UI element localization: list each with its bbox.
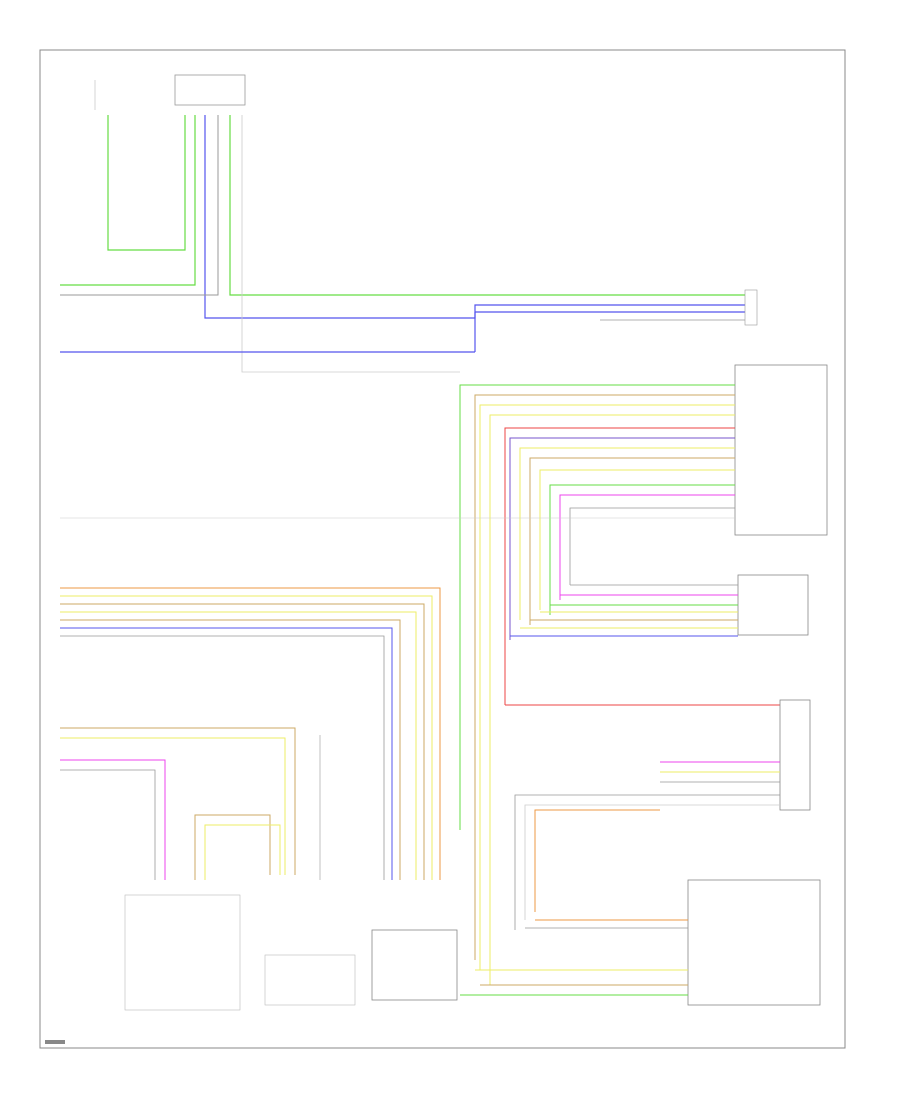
wire-lr-orange (534, 809, 660, 912)
wire-green-to-left (60, 115, 196, 286)
diagram-frame (39, 49, 846, 1049)
module-bus-lines (459, 384, 735, 985)
front-door-switch-box (371, 929, 458, 1001)
bus-red (504, 427, 735, 705)
wire-ll-pink (60, 759, 166, 880)
wire-lightgray-mid (241, 115, 460, 373)
right-mid-module (737, 574, 809, 636)
left-lower-wires (60, 727, 321, 880)
right-rear-switch-box (124, 894, 241, 1011)
bus-yellow-3 (519, 447, 735, 620)
bundle-yellow (60, 595, 433, 880)
bus-pink (559, 494, 735, 600)
top-connector-box (174, 74, 246, 106)
right-top-connector (60, 289, 758, 353)
bus-green-2 (549, 484, 735, 615)
lower-right-module (779, 699, 811, 811)
bus-tan-1 (474, 394, 735, 960)
bus-tan-2 (529, 457, 735, 625)
wire-blue-to-right (204, 115, 745, 319)
top-vertical-wires (60, 115, 745, 373)
wire-green-to-right (229, 115, 745, 296)
middle-connector-box (264, 954, 356, 1006)
bundle-orange (60, 587, 441, 880)
left-bundle (60, 587, 441, 880)
bundle-gray (60, 635, 385, 880)
bus-yellow-1 (479, 404, 735, 970)
wire-green-top-loop (107, 115, 186, 251)
bus-green-1 (459, 384, 735, 830)
bottom-right-wires (460, 919, 688, 996)
bus-purple (509, 437, 735, 640)
wire-ll-tan-loop (194, 814, 271, 880)
wire-gray-to-left (60, 115, 219, 296)
right-module-box (734, 364, 828, 536)
bundle-blue (60, 627, 393, 880)
wire-lr-gray2 (514, 794, 780, 930)
bus-yellow-4 (539, 469, 735, 610)
bundle-tan (60, 603, 425, 880)
wire-lr-lightgray (524, 804, 780, 920)
top-left-connector-group (94, 74, 246, 110)
wire-ll-gray (60, 769, 156, 880)
bus-yellow-2 (489, 414, 735, 985)
wire-ll-yellow-loop (204, 824, 281, 880)
footer-mark (45, 1040, 65, 1044)
mid-right-wires (510, 584, 738, 637)
bottom-right-switch-box (687, 879, 821, 1006)
bus-gray-1 (569, 507, 735, 585)
wire-ll-yellow (60, 737, 286, 875)
right-top-terminal (744, 289, 758, 326)
lower-right-wires (514, 761, 780, 930)
bundle-yellow2 (60, 611, 417, 880)
wire-ll-tan (60, 727, 296, 875)
bundle-tan2 (60, 619, 401, 880)
